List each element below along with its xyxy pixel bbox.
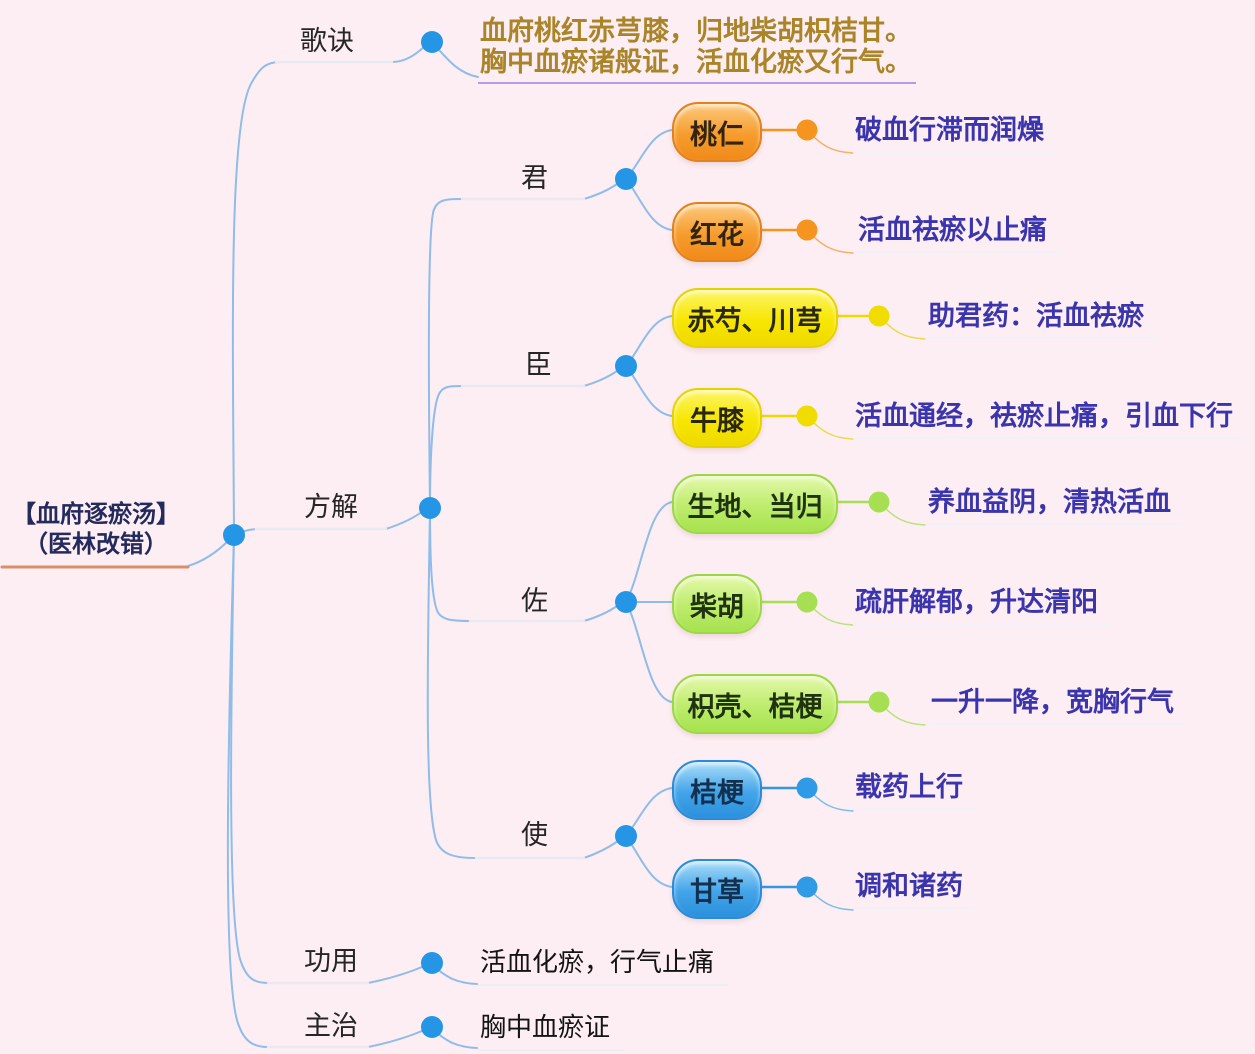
role-label-zuo[interactable]: 佐 <box>521 586 548 616</box>
note-zhike-jiegeng[interactable]: 一升一降，宽胸行气 <box>929 686 1186 725</box>
herb-node-gancao[interactable]: 甘草 <box>672 859 762 919</box>
herb-node-shengdi-danggui[interactable]: 生地、当归 <box>672 474 838 534</box>
root-node[interactable]: 【血府逐瘀汤】 （医林改错） <box>2 500 190 560</box>
collapse-handle-jun[interactable] <box>615 168 637 190</box>
role-label-chen[interactable]: 臣 <box>525 350 552 380</box>
blue-edges <box>187 41 673 1049</box>
leaf-dot-shengdi-danggui[interactable] <box>868 491 890 513</box>
zhuzhi-value[interactable]: 胸中血瘀证 <box>478 1012 625 1051</box>
root-title: 【血府逐瘀汤】 <box>12 501 180 528</box>
branch-label-fangjie[interactable]: 方解 <box>304 492 358 522</box>
collapse-handle-gongyong[interactable] <box>421 952 443 974</box>
branch-label-gejue[interactable]: 歌诀 <box>300 26 354 56</box>
collapse-handle-zhuzhi[interactable] <box>421 1016 443 1038</box>
leaf-dot-taoren[interactable] <box>796 119 818 141</box>
leaf-dot-gancao[interactable] <box>796 876 818 898</box>
gongyong-value[interactable]: 活血化瘀，行气止痛 <box>478 947 729 986</box>
herb-node-chaihu[interactable]: 柴胡 <box>672 574 762 634</box>
verse-line-1: 血府桃红赤芎膝，归地柴胡枳桔甘。 <box>480 16 912 46</box>
note-jiegeng[interactable]: 载药上行 <box>853 771 975 810</box>
root-subtitle: （医林改错） <box>24 531 168 558</box>
note-honghua[interactable]: 活血祛瘀以止痛 <box>856 214 1059 253</box>
leaf-dot-jiegeng[interactable] <box>796 777 818 799</box>
leaf-dot-niuxi[interactable] <box>796 405 818 427</box>
note-niuxi[interactable]: 活血通经，祛瘀止痛，引血下行 <box>853 400 1245 439</box>
note-chishao-chuanxiong[interactable]: 助君药：活血祛瘀 <box>926 300 1156 339</box>
herb-node-zhike-jiegeng[interactable]: 枳壳、桔梗 <box>672 674 838 734</box>
herb-node-chishao-chuanxiong[interactable]: 赤芍、川芎 <box>672 288 838 348</box>
note-chaihu[interactable]: 疏肝解郁，升达清阳 <box>853 586 1110 625</box>
collapse-handle-shi[interactable] <box>615 825 637 847</box>
herb-node-taoren[interactable]: 桃仁 <box>672 102 762 162</box>
leaf-dot-zhike-jiegeng[interactable] <box>868 691 890 713</box>
branch-handles <box>223 31 637 1038</box>
note-taoren[interactable]: 破血行滞而润燥 <box>853 114 1056 153</box>
branch-label-gongyong[interactable]: 功用 <box>304 946 358 976</box>
leaf-handles <box>796 119 890 898</box>
gray-underlines <box>254 60 586 1049</box>
role-label-shi[interactable]: 使 <box>521 820 548 850</box>
collapse-handle-chen[interactable] <box>615 355 637 377</box>
collapse-handle-fangjie[interactable] <box>419 497 441 519</box>
herb-node-jiegeng[interactable]: 桔梗 <box>672 760 762 820</box>
note-shengdi-danggui[interactable]: 养血益阴，清热活血 <box>926 486 1183 525</box>
note-gancao[interactable]: 调和诸药 <box>853 870 975 909</box>
leaf-dot-chishao-chuanxiong[interactable] <box>868 305 890 327</box>
verse-line-2: 胸中血瘀诸般证，活血化瘀又行气。 <box>480 47 912 77</box>
role-label-jun[interactable]: 君 <box>521 163 548 193</box>
herb-node-honghua[interactable]: 红花 <box>672 202 762 262</box>
branch-label-zhuzhi[interactable]: 主治 <box>304 1011 358 1041</box>
leaf-dot-honghua[interactable] <box>796 219 818 241</box>
collapse-handle-gejue[interactable] <box>421 31 443 53</box>
collapse-handle-zuo[interactable] <box>615 591 637 613</box>
gejue-verse[interactable]: 血府桃红赤芎膝，归地柴胡枳桔甘。 胸中血瘀诸般证，活血化瘀又行气。 <box>478 16 916 84</box>
collapse-handle-root[interactable] <box>223 524 245 546</box>
leaf-dot-chaihu[interactable] <box>796 591 818 613</box>
colored-stems <box>757 128 870 889</box>
herb-node-niuxi[interactable]: 牛膝 <box>672 388 762 448</box>
